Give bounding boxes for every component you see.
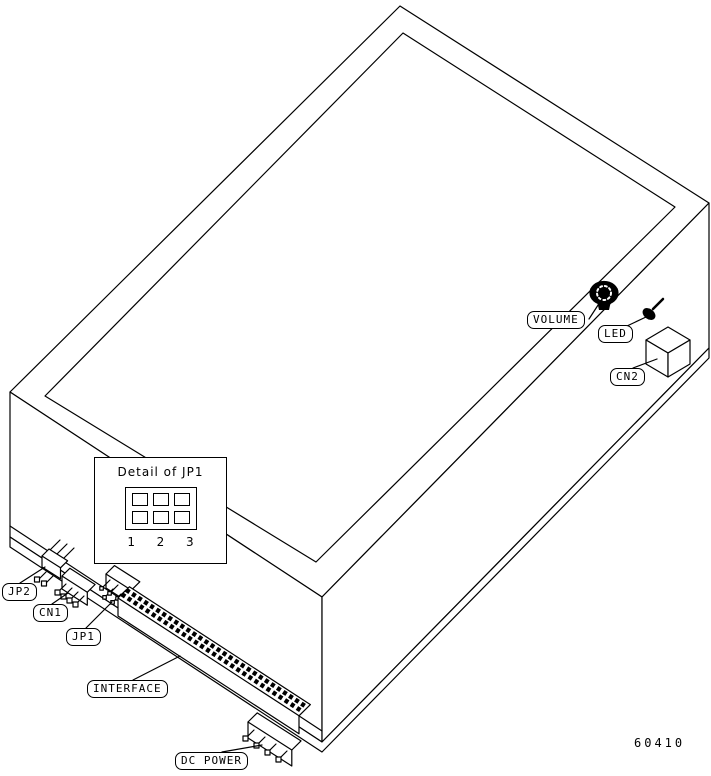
pin-number-3: 3 bbox=[186, 535, 194, 549]
interface-leader bbox=[132, 655, 181, 681]
cn2-label: CN2 bbox=[610, 368, 645, 386]
cn1-pin-tip bbox=[72, 601, 79, 608]
jumper-pin-pad bbox=[173, 511, 190, 524]
interface-pin-row bbox=[120, 592, 305, 714]
chassis bbox=[9, 5, 710, 753]
figure-number: 60410 bbox=[634, 736, 686, 750]
inset-title: Detail of JP1 bbox=[117, 465, 204, 479]
dc-power-connector bbox=[242, 712, 302, 767]
jumper-pin-pad bbox=[131, 511, 148, 524]
cn1-label: CN1 bbox=[33, 604, 68, 622]
chassis-bottom-slab bbox=[9, 347, 710, 753]
cn2-right bbox=[667, 339, 691, 378]
jp1-pin-tip bbox=[99, 585, 104, 591]
chassis-inner-rim bbox=[44, 32, 676, 563]
volume-knurl bbox=[596, 285, 612, 301]
leader-lines bbox=[19, 298, 658, 753]
pin-number-1: 1 bbox=[127, 535, 135, 549]
volume-leader bbox=[588, 298, 603, 320]
jp1-leader bbox=[85, 601, 113, 629]
dc-power-leader bbox=[221, 744, 263, 753]
cn2-leader bbox=[632, 358, 658, 369]
interface-label: INTERFACE bbox=[87, 680, 168, 698]
dc-pin-tip bbox=[275, 756, 282, 763]
led-label: LED bbox=[598, 325, 633, 343]
cn1-leader bbox=[51, 592, 69, 605]
pin-number-2: 2 bbox=[156, 535, 165, 549]
inset-pin-numbers: 1 2 3 bbox=[117, 535, 205, 549]
led-leader bbox=[626, 316, 647, 327]
cn1-pin-tip bbox=[66, 597, 73, 604]
jp1-detail-inset: Detail of JP1 1 2 3 bbox=[94, 457, 227, 564]
dc-pin-tip bbox=[264, 749, 271, 756]
jumper-pin-pad bbox=[173, 493, 190, 506]
volume-label: VOLUME bbox=[527, 311, 585, 329]
jp2-pin-tip bbox=[33, 576, 41, 583]
jp2-label: JP2 bbox=[2, 583, 37, 601]
interface-pin-row bbox=[124, 588, 309, 710]
jp1-pin-tip bbox=[107, 590, 112, 596]
volume-knob bbox=[589, 280, 619, 310]
jp1-pin-tip bbox=[110, 599, 115, 605]
jumper-pin-pad bbox=[152, 493, 169, 506]
interface-connector bbox=[117, 586, 311, 735]
cn1-pin-tip bbox=[54, 589, 61, 596]
dc-power-label: DC POWER bbox=[175, 752, 248, 770]
jp2-pin-tip bbox=[40, 580, 48, 587]
jumper-pin-pad bbox=[152, 511, 169, 524]
jp1-pin-grid bbox=[124, 487, 197, 530]
jp2-jumper bbox=[33, 539, 75, 587]
volume-knob-wheel bbox=[589, 280, 619, 306]
cn1-connector bbox=[54, 567, 96, 608]
jp2-leader bbox=[19, 566, 46, 584]
dc-pin-tip bbox=[242, 735, 249, 742]
jumper-pin-pad bbox=[131, 493, 148, 506]
jp1-label: JP1 bbox=[66, 628, 101, 646]
jp1-pin-tip bbox=[102, 594, 107, 600]
